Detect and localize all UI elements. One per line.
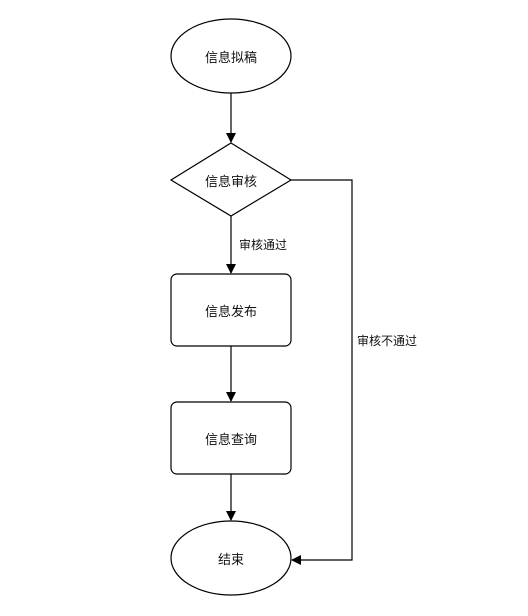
node-end-label: 结束 [217, 552, 244, 568]
edge-review-reject-to-end [291, 179, 353, 565]
edge-fail-label: 审核不通过 [357, 332, 418, 349]
node-draft-label: 信息拟稿 [204, 50, 257, 66]
edge-pass-label: 审核通过 [239, 236, 288, 253]
node-query-label: 信息查询 [204, 432, 257, 448]
node-review-label: 信息审核 [204, 174, 257, 190]
node-publish-label: 信息发布 [204, 304, 257, 320]
